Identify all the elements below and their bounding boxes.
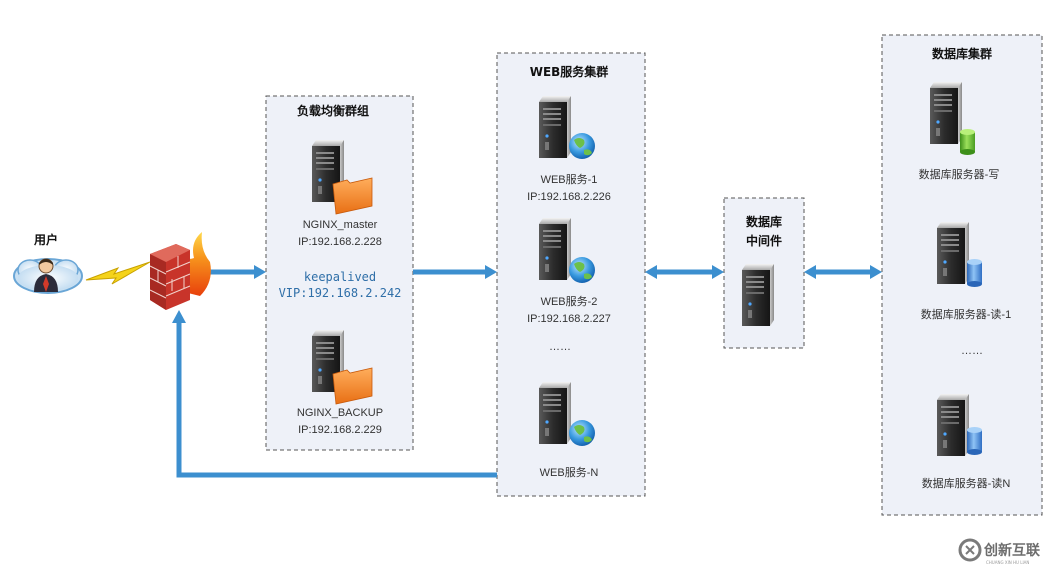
server-icon — [937, 394, 969, 456]
globe-icon — [569, 257, 595, 283]
middleware-title-line1: 数据库 — [746, 214, 782, 229]
lb-group-title: 负载均衡群组 — [297, 103, 369, 118]
globe-icon — [569, 420, 595, 446]
server-icon — [539, 382, 571, 444]
nginx-backup-node: NGINX_BACKUP IP:192.168.2.229 — [297, 330, 383, 436]
nginx-master-ip: IP:192.168.2.228 — [298, 236, 382, 248]
folder-icon — [332, 177, 373, 215]
database-icon — [967, 427, 982, 455]
arrow-middleware-db — [804, 265, 882, 279]
lightning-icon — [85, 261, 151, 285]
keepalived-label: keepalived — [304, 270, 376, 284]
web-server-2: WEB服务-2 IP:192.168.2.227 — [527, 218, 611, 325]
db-server-read-1: 数据库服务器-读-1 — [921, 222, 1011, 321]
nginx-backup-name: NGINX_BACKUP — [297, 407, 383, 419]
web-server-2-name: WEB服务-2 — [541, 295, 598, 308]
db-server-write-name: 数据库服务器-写 — [919, 167, 1000, 181]
db-server-read-n: 数据库服务器-读N — [922, 394, 1011, 490]
watermark-subtext: CHUANG XIN HU LIAN — [986, 560, 1029, 565]
database-icon — [960, 129, 975, 155]
web-server-1: WEB服务-1 IP:192.168.2.226 — [527, 96, 611, 203]
database-icon — [967, 259, 982, 287]
folder-icon — [332, 367, 373, 405]
watermark-logo-icon — [958, 538, 982, 562]
watermark: 创新互联 CHUANG XIN HU LIAN — [956, 530, 1056, 572]
user-label: 用户 — [33, 232, 58, 247]
nginx-master-name: NGINX_master — [303, 219, 378, 231]
arrows — [172, 265, 882, 478]
user-cloud-icon — [13, 258, 83, 294]
globe-icon — [569, 133, 595, 159]
arrow-web-middleware — [645, 265, 724, 279]
web-cluster-title: WEB服务集群 — [530, 64, 609, 79]
server-icon — [937, 222, 969, 284]
db-ellipsis: …… — [961, 345, 983, 357]
nginx-master-node: NGINX_master IP:192.168.2.228 — [298, 140, 382, 248]
arrow-firewall-to-lb — [209, 265, 266, 279]
web-server-n-name: WEB服务-N — [540, 466, 599, 479]
watermark-text: 创新互联 — [983, 542, 1041, 559]
db-server-read-n-name: 数据库服务器-读N — [922, 476, 1011, 490]
web-ellipsis: …… — [549, 341, 571, 353]
web-server-1-ip: IP:192.168.2.226 — [527, 191, 611, 203]
db-server-write: 数据库服务器-写 — [919, 82, 1000, 181]
web-server-n: WEB服务-N — [539, 382, 598, 479]
server-icon — [930, 82, 962, 144]
nginx-backup-ip: IP:192.168.2.229 — [298, 424, 382, 436]
web-server-2-ip: IP:192.168.2.227 — [527, 313, 611, 325]
vip-label: VIP:192.168.2.242 — [279, 286, 402, 300]
server-icon — [539, 96, 571, 158]
arrow-return-to-firewall — [172, 310, 497, 478]
firewall-icon — [149, 232, 211, 310]
server-icon — [539, 218, 571, 280]
arrow-lb-to-web — [413, 265, 497, 279]
db-server-read-1-name: 数据库服务器-读-1 — [921, 307, 1011, 321]
middleware-server-icon — [742, 264, 774, 326]
middleware-title-line2: 中间件 — [746, 233, 782, 248]
user-node: 用户 — [13, 232, 83, 294]
db-cluster-title: 数据库集群 — [932, 46, 992, 61]
web-server-1-name: WEB服务-1 — [541, 173, 598, 186]
